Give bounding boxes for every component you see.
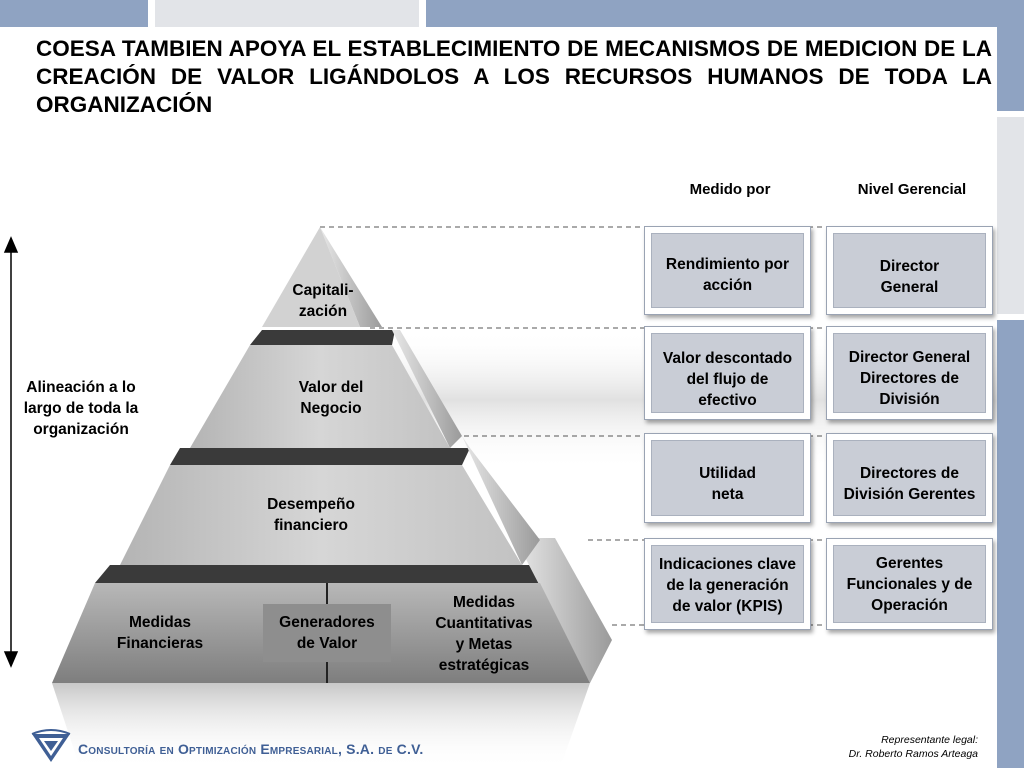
level-2-label: Director General Directores de División: [848, 349, 971, 408]
footer-company-name: Consultoría en Optimización Empresarial,…: [78, 741, 424, 757]
tier-2-side: [392, 330, 462, 448]
measure-2-label: Valor descontado del flujo de efectivo: [662, 350, 793, 409]
tier-2-front: [190, 345, 450, 448]
base-tier-top-band: [95, 565, 555, 583]
base-label-quantitative-measures: Medidas Cuantitativas y Metas estratégic…: [435, 594, 533, 674]
right-strip-blue-bottom: [997, 320, 1024, 768]
tier-3-top-band: [170, 448, 470, 465]
measure-box-3-inner: Utilidad neta: [651, 440, 804, 516]
tier-1-front: [262, 227, 360, 327]
level-box-3: Directores de División Gerentes: [826, 433, 993, 523]
level-3-label: Directores de División Gerentes: [843, 465, 976, 503]
level-box-3-inner: Directores de División Gerentes: [833, 440, 986, 516]
measure-box-2: Valor descontado del flujo de efectivo: [644, 326, 811, 420]
footer-legal-label: Representante legal:: [881, 734, 978, 746]
level-box-2: Director General Directores de División: [826, 326, 993, 420]
measure-4-label: Indicaciones clave de la generación de v…: [659, 556, 796, 615]
level-box-2-inner: Director General Directores de División: [833, 333, 986, 413]
measure-box-4-inner: Indicaciones clave de la generación de v…: [651, 545, 804, 623]
level-box-1: Director General: [826, 226, 993, 315]
column-header-measured-by: Medido por: [689, 181, 771, 198]
side-label-alignment: Alineación a lo largo de toda la organiz…: [23, 379, 139, 438]
top-bar-middle: [155, 0, 419, 27]
measure-box-2-inner: Valor descontado del flujo de efectivo: [651, 333, 804, 413]
top-bar-left: [0, 0, 148, 27]
pyramid-reflection: [52, 683, 590, 768]
alignment-arrow: [3, 236, 19, 668]
tier-label-capitalizacion: Capitali- zación: [292, 282, 354, 320]
base-tier-side: [515, 538, 612, 683]
level-box-1-inner: Director General: [833, 233, 986, 308]
footer-legal: Representante legal: Dr. Roberto Ramos A…: [849, 733, 978, 761]
level-box-4: Gerentes Funcionales y de Operación: [826, 538, 993, 630]
tier-1-side: [320, 227, 382, 327]
tier-3-front: [120, 465, 522, 565]
level-box-4-inner: Gerentes Funcionales y de Operación: [833, 545, 986, 623]
level-4-label: Gerentes Funcionales y de Operación: [846, 555, 973, 614]
tier-2-top-band: [250, 330, 395, 345]
right-strip-blue-top: [997, 27, 1024, 111]
value-generators-label: Generadores de Valor: [279, 614, 375, 652]
slide-title: COESA TAMBIEN APOYA EL ESTABLECIMIENTO D…: [36, 36, 992, 117]
measure-box-3: Utilidad neta: [644, 433, 811, 523]
value-generators-box: Generadores de Valor: [263, 604, 391, 662]
company-logo-icon: [31, 729, 71, 762]
measure-box-4: Indicaciones clave de la generación de v…: [644, 538, 811, 630]
measure-1-label: Rendimiento por acción: [665, 256, 790, 294]
tier-label-valor-negocio: Valor del Negocio: [298, 379, 364, 417]
top-bar-right: [426, 0, 1024, 27]
measure-3-label: Utilidad neta: [699, 465, 756, 503]
footer-legal-name: Dr. Roberto Ramos Arteaga: [848, 748, 978, 760]
measure-box-1: Rendimiento por acción: [644, 226, 811, 315]
base-label-financial-measures: Medidas Financieras: [116, 614, 204, 652]
right-strip-light: [997, 117, 1024, 314]
level-1-label: Director General: [879, 258, 940, 296]
column-header-management-level: Nivel Gerencial: [857, 181, 967, 198]
tier-label-desempeno: Desempeño financiero: [267, 496, 355, 534]
tier-3-side: [462, 436, 540, 565]
measure-box-1-inner: Rendimiento por acción: [651, 233, 804, 308]
